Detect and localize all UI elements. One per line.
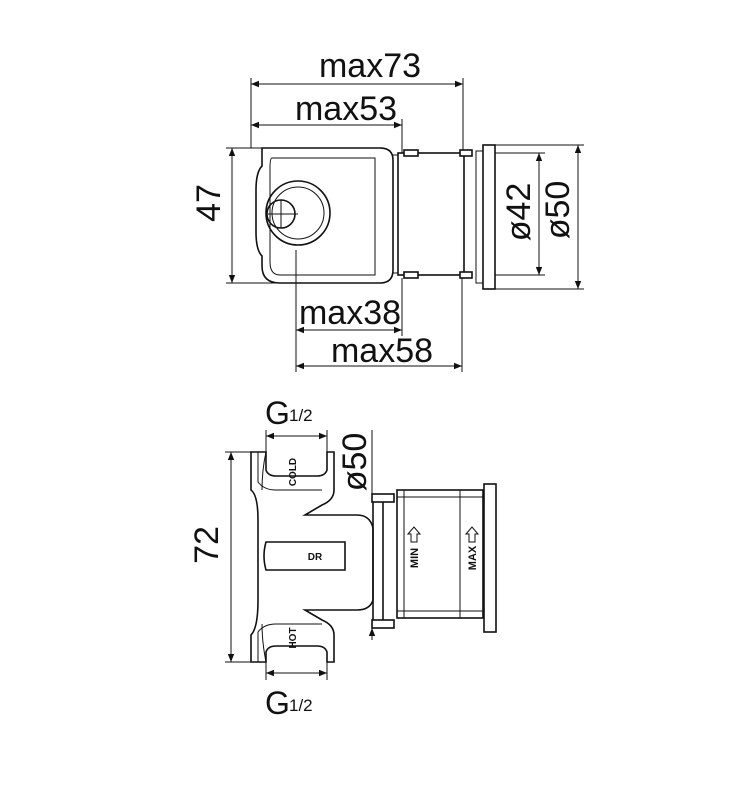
top-view: max73 max53 47 ø42 ø50 max38 max58 [190,47,584,372]
top-sleeve-clip-bottom-r [459,271,473,279]
dim-47: 47 [190,184,228,222]
dim-o42: ø42 [500,183,538,242]
top-trim-plate-inner [475,150,484,284]
dim-g-top: G [265,395,290,431]
top-sleeve-clip-top-r [459,149,473,157]
min-label: MIN [409,548,421,568]
side-cold-port [261,451,267,491]
side-view: COLD HOT DR MIN MAX G 1/2 G 1/2 72 ø50 [188,395,497,721]
max-arrow-icon [464,526,480,543]
side-dr-slot [263,541,346,571]
min-arrow-icon [406,526,422,543]
dim-g-bottom: G [265,685,290,721]
side-hot-port [261,623,267,663]
top-sleeve [397,152,465,276]
side-sleeve [396,489,484,619]
dim-max53: max53 [295,90,397,128]
dim-max58: max58 [331,332,433,370]
dim-72: 72 [188,526,226,564]
cold-label: COLD [288,458,299,486]
top-valve-body [255,147,394,284]
dim-o50-side: ø50 [336,433,374,492]
dim-g-bottom-frac: 1/2 [289,696,313,715]
side-flange-cap-top [371,493,395,503]
max-label: MAX [467,545,479,570]
top-valve-body-inner [269,157,376,276]
dim-max73: max73 [319,47,421,85]
side-flange [372,497,384,627]
side-inner-bottom [257,623,322,662]
top-spindle-ring [271,186,325,240]
top-sleeve-clip-top [403,149,419,157]
top-spindle-outer [265,180,331,246]
dim-max38: max38 [299,294,401,332]
top-sleeve-clip-bottom [403,271,419,279]
dim-g-top-frac: 1/2 [289,406,313,425]
hot-label: HOT [288,627,299,648]
dim-o50-top: ø50 [539,181,577,240]
side-inner-top [257,452,322,491]
dr-label: DR [308,552,323,563]
side-flange-cap-bottom [371,619,395,629]
side-trim-plate [483,483,497,633]
side-valve-body [250,451,374,663]
top-trim-plate [482,144,496,290]
